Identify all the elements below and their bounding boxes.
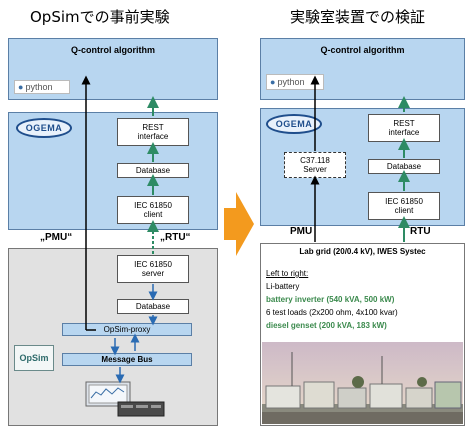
left-algorithm-label: Q-control algorithm xyxy=(71,45,155,55)
lab-line-loads: 6 test loads (2x200 ohm, 4x100 kvar) xyxy=(266,308,398,317)
right-iec-client-box: IEC 61850 client xyxy=(368,192,440,220)
transition-arrow xyxy=(224,192,254,256)
lab-line-intro: Left to right: xyxy=(266,269,309,278)
opsim-logo: OpSim xyxy=(14,345,54,371)
right-pmu-label: PMU xyxy=(290,226,313,237)
left-rtu-label: „RTU“ xyxy=(160,232,191,243)
lab-line-genset: diesel genset (200 kVA, 183 kW) xyxy=(266,321,387,330)
left-python-logo: ● python xyxy=(14,80,70,94)
left-iec-server-box: IEC 61850 server xyxy=(117,255,189,283)
right-title: 実験室装置での検証 xyxy=(290,8,426,26)
left-iec-client-box: IEC 61850 client xyxy=(117,196,189,224)
lab-line-inverter: battery inverter (540 kVA, 500 kW) xyxy=(266,295,395,304)
right-python-logo: ● python xyxy=(266,74,324,90)
opsim-proxy-bar: OpSim-proxy xyxy=(62,323,192,336)
right-ogema-logo: OGEMA xyxy=(266,114,322,134)
lab-line-battery: Li-battery xyxy=(266,282,300,291)
left-ogema-logo: OGEMA xyxy=(16,118,72,138)
left-pmu-label: „PMU“ xyxy=(40,232,73,243)
lab-photo xyxy=(262,342,463,424)
simulation-hardware-image xyxy=(82,380,172,420)
left-title: OpSimでの事前実験 xyxy=(30,8,170,26)
lab-grid-header: Lab grid (20/0.4 kV), IWES Systec xyxy=(299,247,426,256)
workstation-icon xyxy=(85,381,165,417)
python-icon: ● xyxy=(18,82,24,92)
right-rtu-label: RTU xyxy=(410,226,431,237)
right-algorithm-label: Q-control algorithm xyxy=(320,45,405,55)
lab-equipment-image xyxy=(262,342,463,424)
python-icon: ● xyxy=(270,77,276,87)
message-bus-bar: Message Bus xyxy=(62,353,192,366)
right-rest-interface-box: REST interface xyxy=(368,114,440,142)
